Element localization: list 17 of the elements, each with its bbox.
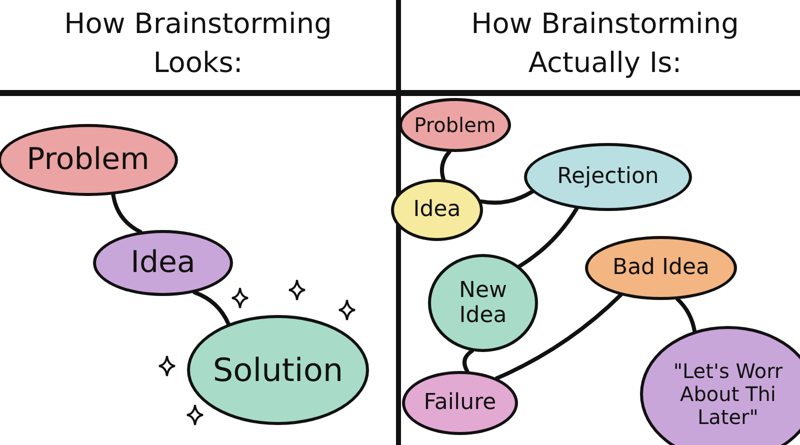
node-label: Failure [424, 390, 496, 416]
node-label: Rejection [557, 164, 659, 190]
node-label: "Let's Worr About Thi Later" [672, 360, 784, 428]
panel-heading: How Brainstorming Looks: [63, 6, 333, 82]
node-label: Idea [413, 197, 461, 223]
connector-line [440, 150, 452, 182]
connector-line [462, 349, 474, 374]
connector-line [479, 190, 534, 205]
node-label: Bad Idea [612, 255, 710, 281]
panel-heading: How Brainstorming Actually Is: [470, 6, 740, 82]
node-label: New Idea [458, 278, 508, 328]
connector-line [494, 293, 623, 380]
node-label: Problem [414, 114, 496, 136]
connector-line [676, 297, 697, 334]
node-label: Idea [130, 246, 196, 280]
node-label: Solution [212, 352, 344, 388]
node-label: Problem [26, 142, 150, 178]
